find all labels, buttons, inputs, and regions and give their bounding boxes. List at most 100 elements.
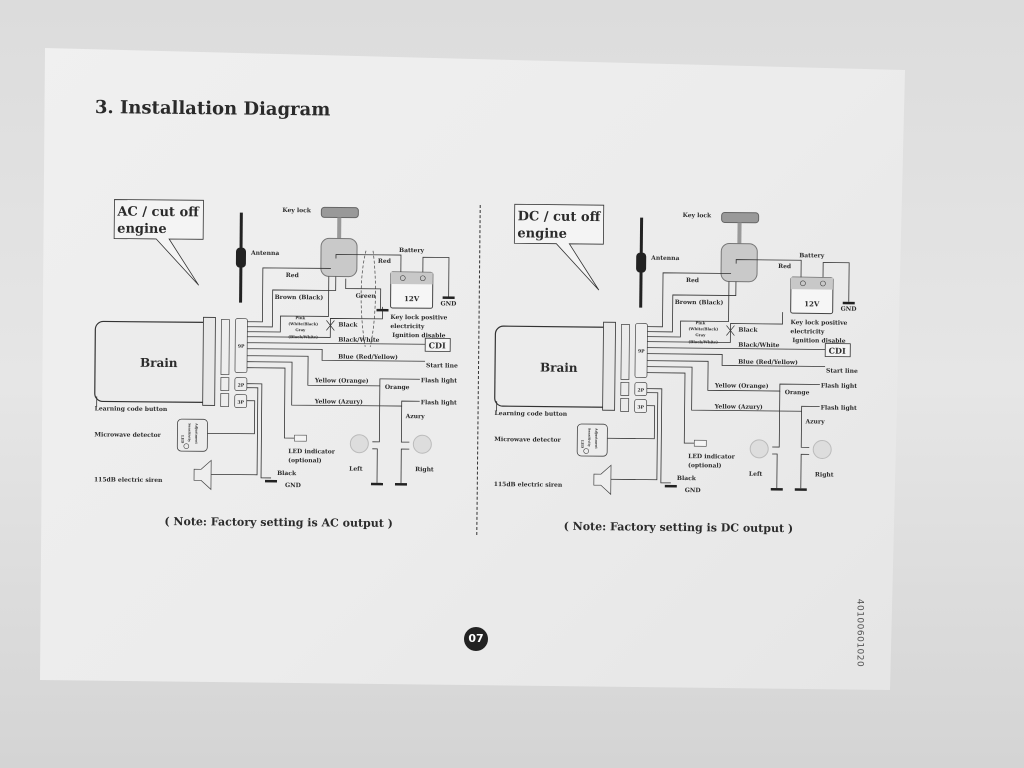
led-indicator-label: LED indicator (288, 448, 336, 455)
ground-symbol (265, 479, 278, 483)
antenna-label: Antenna (250, 250, 279, 257)
wire-label-blue: Blue (Red/Yellow) (738, 359, 798, 367)
battery-negative-icon (820, 280, 826, 287)
battery-voltage: 12V (404, 294, 420, 303)
battery-voltage: 12V (804, 299, 820, 308)
wire-label-pink: (White/Black) (288, 321, 318, 326)
battery-top (390, 271, 433, 285)
wire-label-yellow-azury: Yellow (Azury) (714, 403, 763, 411)
connector-2p-label: 2P (238, 383, 245, 389)
connector-slot (220, 393, 230, 407)
wire-red-battery (735, 259, 802, 278)
callout-text: DC / cut off (518, 209, 602, 225)
siren-label: 115dB electric siren (94, 476, 163, 484)
wire-label-orange: Orange (785, 389, 810, 396)
wire-label-green: Green (356, 293, 377, 300)
led-indicator-label: LED indicator (688, 453, 736, 460)
wire-pink (647, 281, 730, 338)
gnd-label: GND (441, 300, 457, 307)
wire-black-white (647, 347, 826, 350)
connector-2p (234, 377, 248, 392)
left-lamp-icon (749, 439, 769, 459)
microwave-detector-label: Microwave detector (494, 436, 561, 444)
page-number: 07 (464, 627, 488, 651)
wire-siren (209, 387, 259, 476)
wire-label-black: Black (338, 322, 358, 329)
gnd-label: GND (841, 306, 857, 313)
right-lamp-label: Right (815, 471, 834, 478)
wire-blue (247, 348, 426, 362)
led-indicator-icon (294, 434, 307, 442)
wire-yellow-azury (647, 366, 820, 412)
ground-symbol (394, 483, 408, 486)
brain-side (602, 321, 616, 411)
connector-9p-label: 9P (238, 344, 245, 350)
wire-label-yellow-azury: Yellow (Azury) (314, 398, 363, 405)
microwave-detector-label: Microwave detector (94, 431, 161, 439)
key-lock-positive-label: Ignition disable (392, 332, 445, 339)
battery-top (790, 277, 834, 290)
brain-label: Brain (540, 361, 578, 375)
gnd-label: GND (285, 482, 301, 489)
wire-label-gray: (Black/White) (288, 334, 318, 339)
cdi-box (824, 343, 851, 358)
learning-code-button-label: Learning code button (95, 405, 168, 413)
connector-3p-label: 3P (237, 400, 244, 406)
wire-left-gnd (772, 453, 778, 489)
gnd-label: GND (685, 487, 701, 494)
connector-2p (634, 382, 648, 396)
ground-symbol (842, 301, 855, 305)
key-lock-positive-label: Ignition disable (792, 337, 845, 345)
connector-3p-label: 3P (637, 405, 644, 411)
left-lamp-label: Left (349, 466, 363, 473)
key-icon (737, 222, 742, 245)
ignition-switch-icon (320, 237, 358, 278)
wire-yellow-orange (647, 360, 820, 392)
callout-box (113, 199, 204, 286)
wire-yellow-orange (247, 355, 420, 387)
wire-label-red: Red (286, 272, 300, 279)
wire-blue (647, 353, 826, 367)
key-icon (721, 211, 760, 224)
wire-left-lamp (372, 385, 381, 443)
factory-setting-note: ( Note: Factory setting is AC output ) (164, 515, 393, 530)
detector-sensitivity-label: Sensitivity (587, 428, 591, 447)
connector-3p (634, 399, 648, 413)
wire-battery-gnd (422, 256, 450, 297)
wire-label-black-gnd: Black (677, 475, 697, 482)
learning-code-button-label: Learning code button (495, 410, 568, 418)
wire-yellow-azury (247, 361, 420, 407)
wire-right-gnd (800, 453, 810, 489)
wire-detector (607, 405, 656, 440)
wire-black-gnd (246, 383, 272, 479)
wire-label-black-white: Black/White (738, 342, 779, 349)
cdi-box (424, 337, 451, 352)
wire-red (647, 272, 732, 328)
wire-label-gray: (Black/White) (688, 339, 718, 344)
siren-icon (593, 464, 612, 496)
wire-red-battery (335, 254, 402, 273)
detector-sensitivity-label: Sensitivity (187, 423, 191, 442)
wire-battery-gnd (822, 262, 850, 302)
connector-slot (220, 377, 230, 391)
antenna-icon (235, 247, 247, 268)
brain-label: Brain (140, 356, 178, 370)
antenna-icon (636, 252, 647, 273)
callout-text: engine (117, 222, 167, 237)
callout-text: AC / cut off (116, 205, 200, 221)
right-lamp-icon (812, 439, 832, 459)
wire-black-white (247, 342, 426, 345)
ground-symbol (442, 296, 455, 300)
callout-box (513, 203, 605, 291)
led-indicator-icon (693, 439, 707, 447)
document-code: 40100601020 (854, 598, 865, 668)
flash-light-label: Flash light (421, 399, 457, 406)
key-lock-label: Key lock (282, 207, 311, 214)
brain-side (202, 316, 216, 406)
ground-symbol (370, 482, 384, 486)
connector-9p-label: 9P (638, 349, 645, 355)
wire-label-red: Red (686, 277, 700, 284)
detector-adjustment-label: Adjustment (594, 427, 598, 449)
wire-black-gnd (646, 388, 671, 484)
